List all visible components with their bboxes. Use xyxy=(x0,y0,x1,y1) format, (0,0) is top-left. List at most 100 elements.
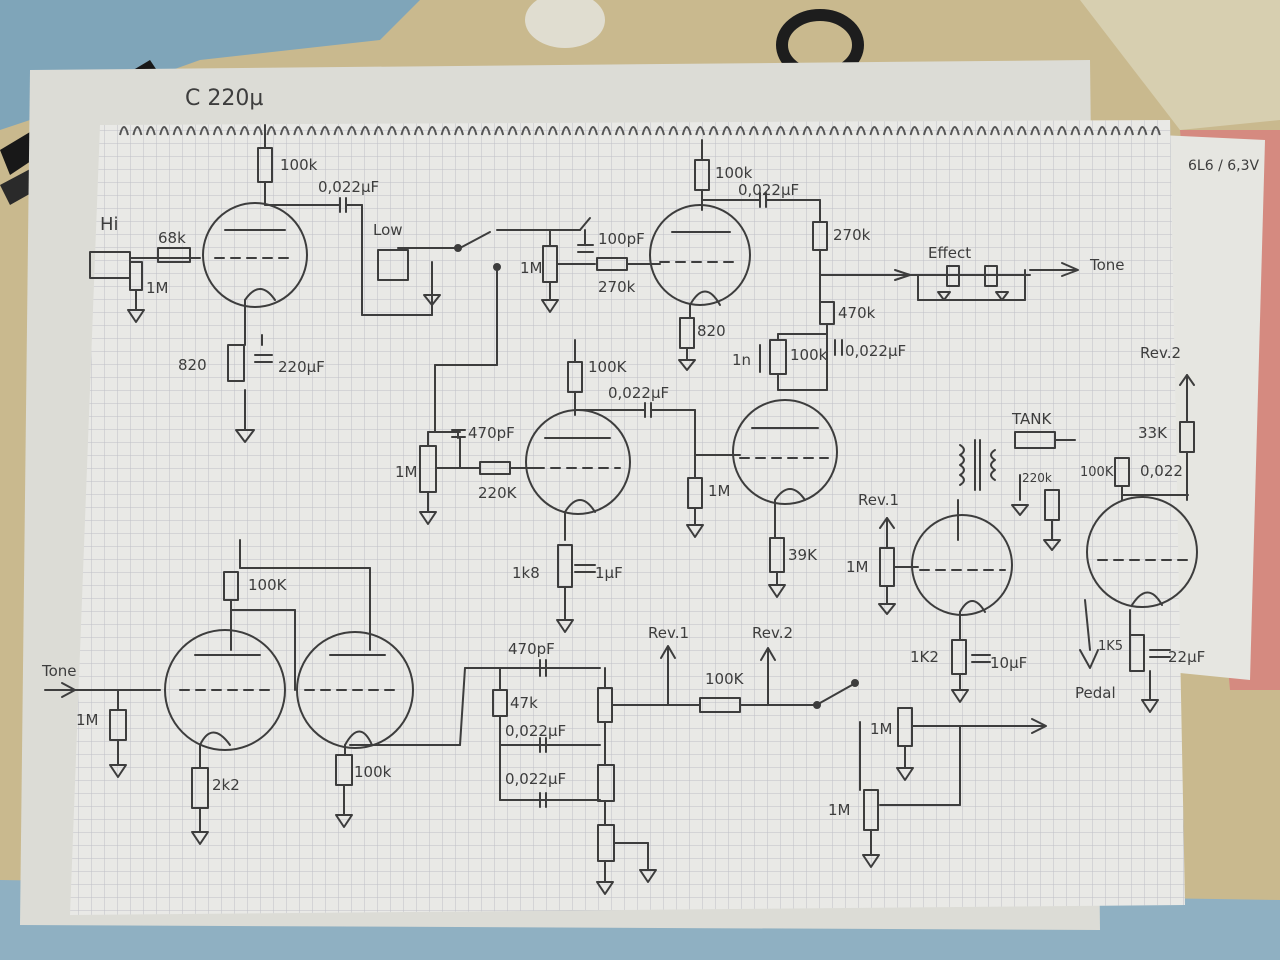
spiral-loop xyxy=(681,126,692,136)
spiral-loop xyxy=(145,126,156,136)
spiral-loop xyxy=(856,126,866,136)
label-c-1uf: 1µF xyxy=(595,564,623,582)
spiral-loop xyxy=(882,126,893,136)
label-c-0022-a: 0,022µF xyxy=(318,178,379,196)
label-r-47k: 47k xyxy=(510,694,538,712)
spiral-loop xyxy=(574,126,585,136)
spiral-loop xyxy=(212,126,223,136)
spiral-loop xyxy=(1043,126,1054,136)
resistor-68k xyxy=(157,247,191,263)
label-r-270k-b: 270k xyxy=(598,278,636,296)
spiral-loop xyxy=(976,126,987,136)
label-c-1n: 1n xyxy=(732,351,751,369)
spiral-loop xyxy=(199,126,210,136)
label-hi: Hi xyxy=(100,214,119,235)
spiral-loop xyxy=(789,126,799,136)
spiral-loop xyxy=(413,126,424,136)
reverb-tank-coil xyxy=(959,444,965,486)
spiral-loop xyxy=(561,126,572,136)
notebook-page xyxy=(70,120,1185,915)
label-r-1m-g: 1M xyxy=(870,720,893,738)
spiral-loop xyxy=(1150,126,1161,136)
spiral-loop xyxy=(829,126,840,136)
label-r-68k: 68k xyxy=(158,229,186,247)
label-r-820-a: 820 xyxy=(178,356,207,374)
side-note: 6L6 / 6,3V xyxy=(1188,158,1259,174)
spiral-loop xyxy=(1083,126,1094,136)
map-water xyxy=(0,0,420,130)
spiral-loop xyxy=(172,126,183,136)
label-r-470k: 470k xyxy=(838,304,876,322)
label-low: Low xyxy=(373,221,403,239)
spiral-loop xyxy=(909,126,920,136)
spiral-loop xyxy=(132,126,143,136)
spiral-loop xyxy=(547,126,558,136)
spiral-loop xyxy=(802,126,813,136)
label-r-100k-b: 100k xyxy=(715,164,753,182)
label-c-022: 0,022 xyxy=(1140,462,1183,480)
label-rev1-bot: Rev.1 xyxy=(648,624,689,642)
spiral-loop xyxy=(360,126,371,136)
spiral-loop xyxy=(119,126,129,136)
spiral-loop xyxy=(1097,126,1108,136)
label-r-820-b: 820 xyxy=(697,322,726,340)
spiral-loop xyxy=(735,126,746,136)
label-r-1m-b: 1M xyxy=(520,259,543,277)
spiral-loop xyxy=(346,126,357,136)
spiral-loop xyxy=(869,126,880,136)
spiral-loop xyxy=(695,126,706,136)
label-r-1m-e: 1M xyxy=(846,558,869,576)
spiral-loop xyxy=(748,126,759,136)
label-r-1m-h: 1M xyxy=(828,801,851,819)
spiral-loop xyxy=(521,126,531,136)
schematic xyxy=(44,124,1198,895)
header-note: C 220µ xyxy=(185,86,263,111)
label-tone-in: Tone xyxy=(41,662,77,680)
label-r-100k-h: 100K xyxy=(705,670,745,688)
label-c-220: 220µF xyxy=(278,358,325,376)
label-c-470pf-b: 470pF xyxy=(508,640,555,658)
spiral-loop xyxy=(762,126,773,136)
spiral-loop xyxy=(467,126,478,136)
label-r-100k-c: 100k xyxy=(790,346,828,364)
label-c-0022-f: 0,022µF xyxy=(505,770,566,788)
spiral-loop xyxy=(1110,126,1121,136)
label-r-1m-d: 1M xyxy=(708,482,731,500)
spiral-loop xyxy=(186,126,196,136)
spiral-loop xyxy=(990,126,1000,136)
label-c-0022-c: 0,022µF xyxy=(845,342,906,360)
spiral-loop xyxy=(708,126,719,136)
label-r-100k-g: 100k xyxy=(354,763,392,781)
tube-4 xyxy=(732,399,838,505)
spiral-binding xyxy=(119,126,1161,136)
label-r-1m-c: 1M xyxy=(395,463,418,481)
spiral-loop xyxy=(1003,126,1014,136)
spiral-loop xyxy=(534,126,545,136)
spiral-loop xyxy=(668,126,679,136)
spiral-loop xyxy=(387,126,397,136)
spiral-loop xyxy=(775,126,786,136)
label-tone-out: Tone xyxy=(1089,256,1125,274)
spiral-loop xyxy=(1016,126,1027,136)
spiral-loop xyxy=(279,126,290,136)
label-r-220k: 220K xyxy=(478,484,518,502)
label-r-1k8: 1k8 xyxy=(512,564,540,582)
label-r-220k-b: 220k xyxy=(1022,471,1052,485)
label-rev2-top: Rev.2 xyxy=(1140,344,1181,362)
spiral-loop xyxy=(480,126,491,136)
spiral-loop xyxy=(373,126,384,136)
label-tank: TANK xyxy=(1011,410,1052,428)
spiral-loop xyxy=(949,126,960,136)
label-r-100k-f: 100K xyxy=(248,576,288,594)
label-r-1m-a: 1M xyxy=(146,279,169,297)
spiral-loop xyxy=(1137,126,1148,136)
label-c-22uf: 22µF xyxy=(1168,648,1205,666)
spiral-loop xyxy=(293,126,304,136)
spiral-loop xyxy=(963,126,974,136)
resistor-1k5 xyxy=(1129,634,1145,672)
spiral-loop xyxy=(722,126,732,136)
label-c-100pf: 100pF xyxy=(598,230,645,248)
spiral-loop xyxy=(507,126,518,136)
spiral-loop xyxy=(588,126,598,136)
